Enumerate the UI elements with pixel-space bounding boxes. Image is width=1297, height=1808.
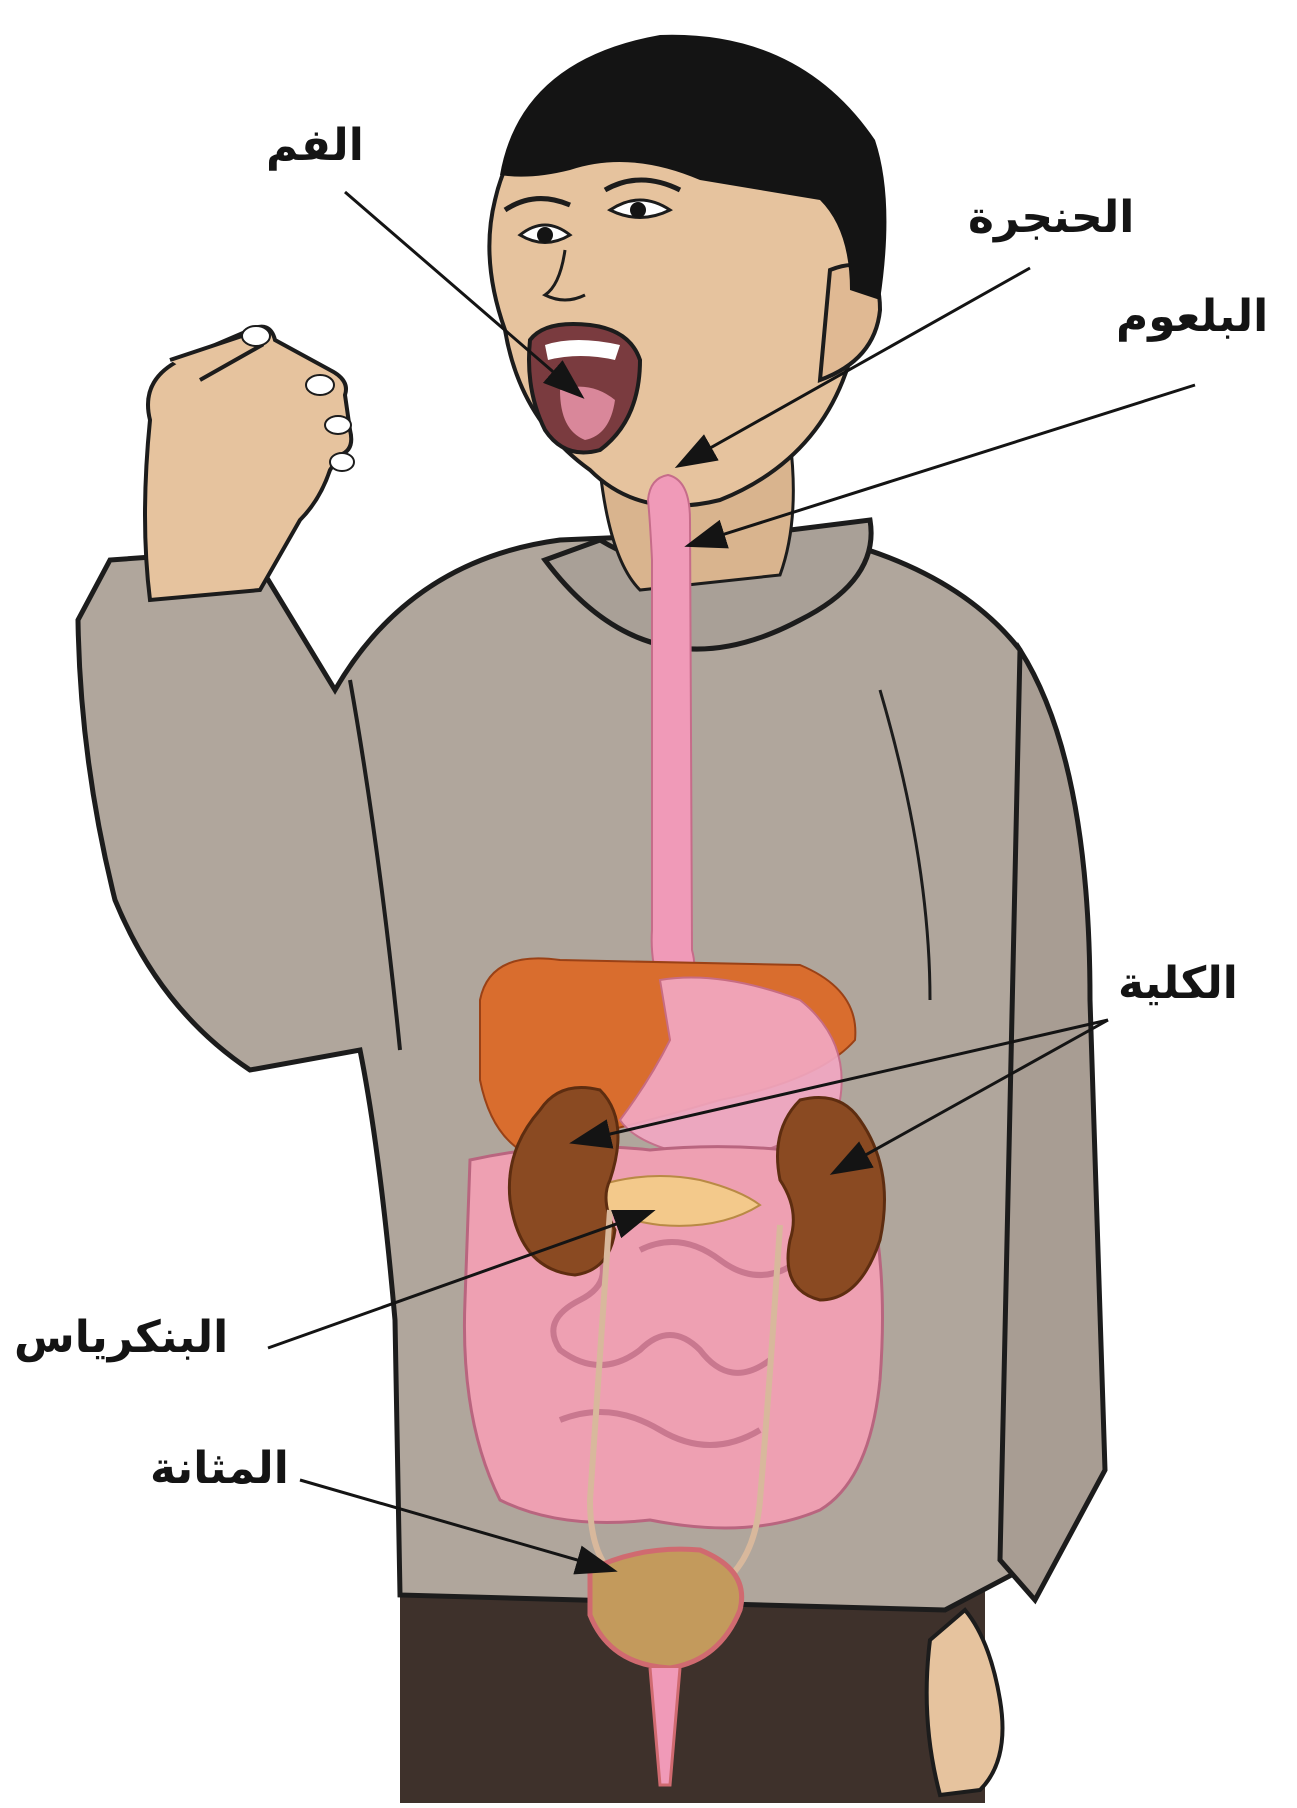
label-esophagus: البلعوم xyxy=(1116,295,1268,339)
label-pancreas: البنكرياس xyxy=(14,1316,228,1360)
sleeve-right xyxy=(1000,650,1105,1600)
hand xyxy=(145,327,351,600)
label-mouth: الفم xyxy=(266,124,364,168)
label-kidney: الكلية xyxy=(1118,962,1238,1006)
label-larynx: الحنجرة xyxy=(968,196,1134,240)
esophagus xyxy=(648,475,694,990)
hand-lower xyxy=(927,1610,1003,1795)
label-bladder: المثانة xyxy=(150,1447,289,1491)
